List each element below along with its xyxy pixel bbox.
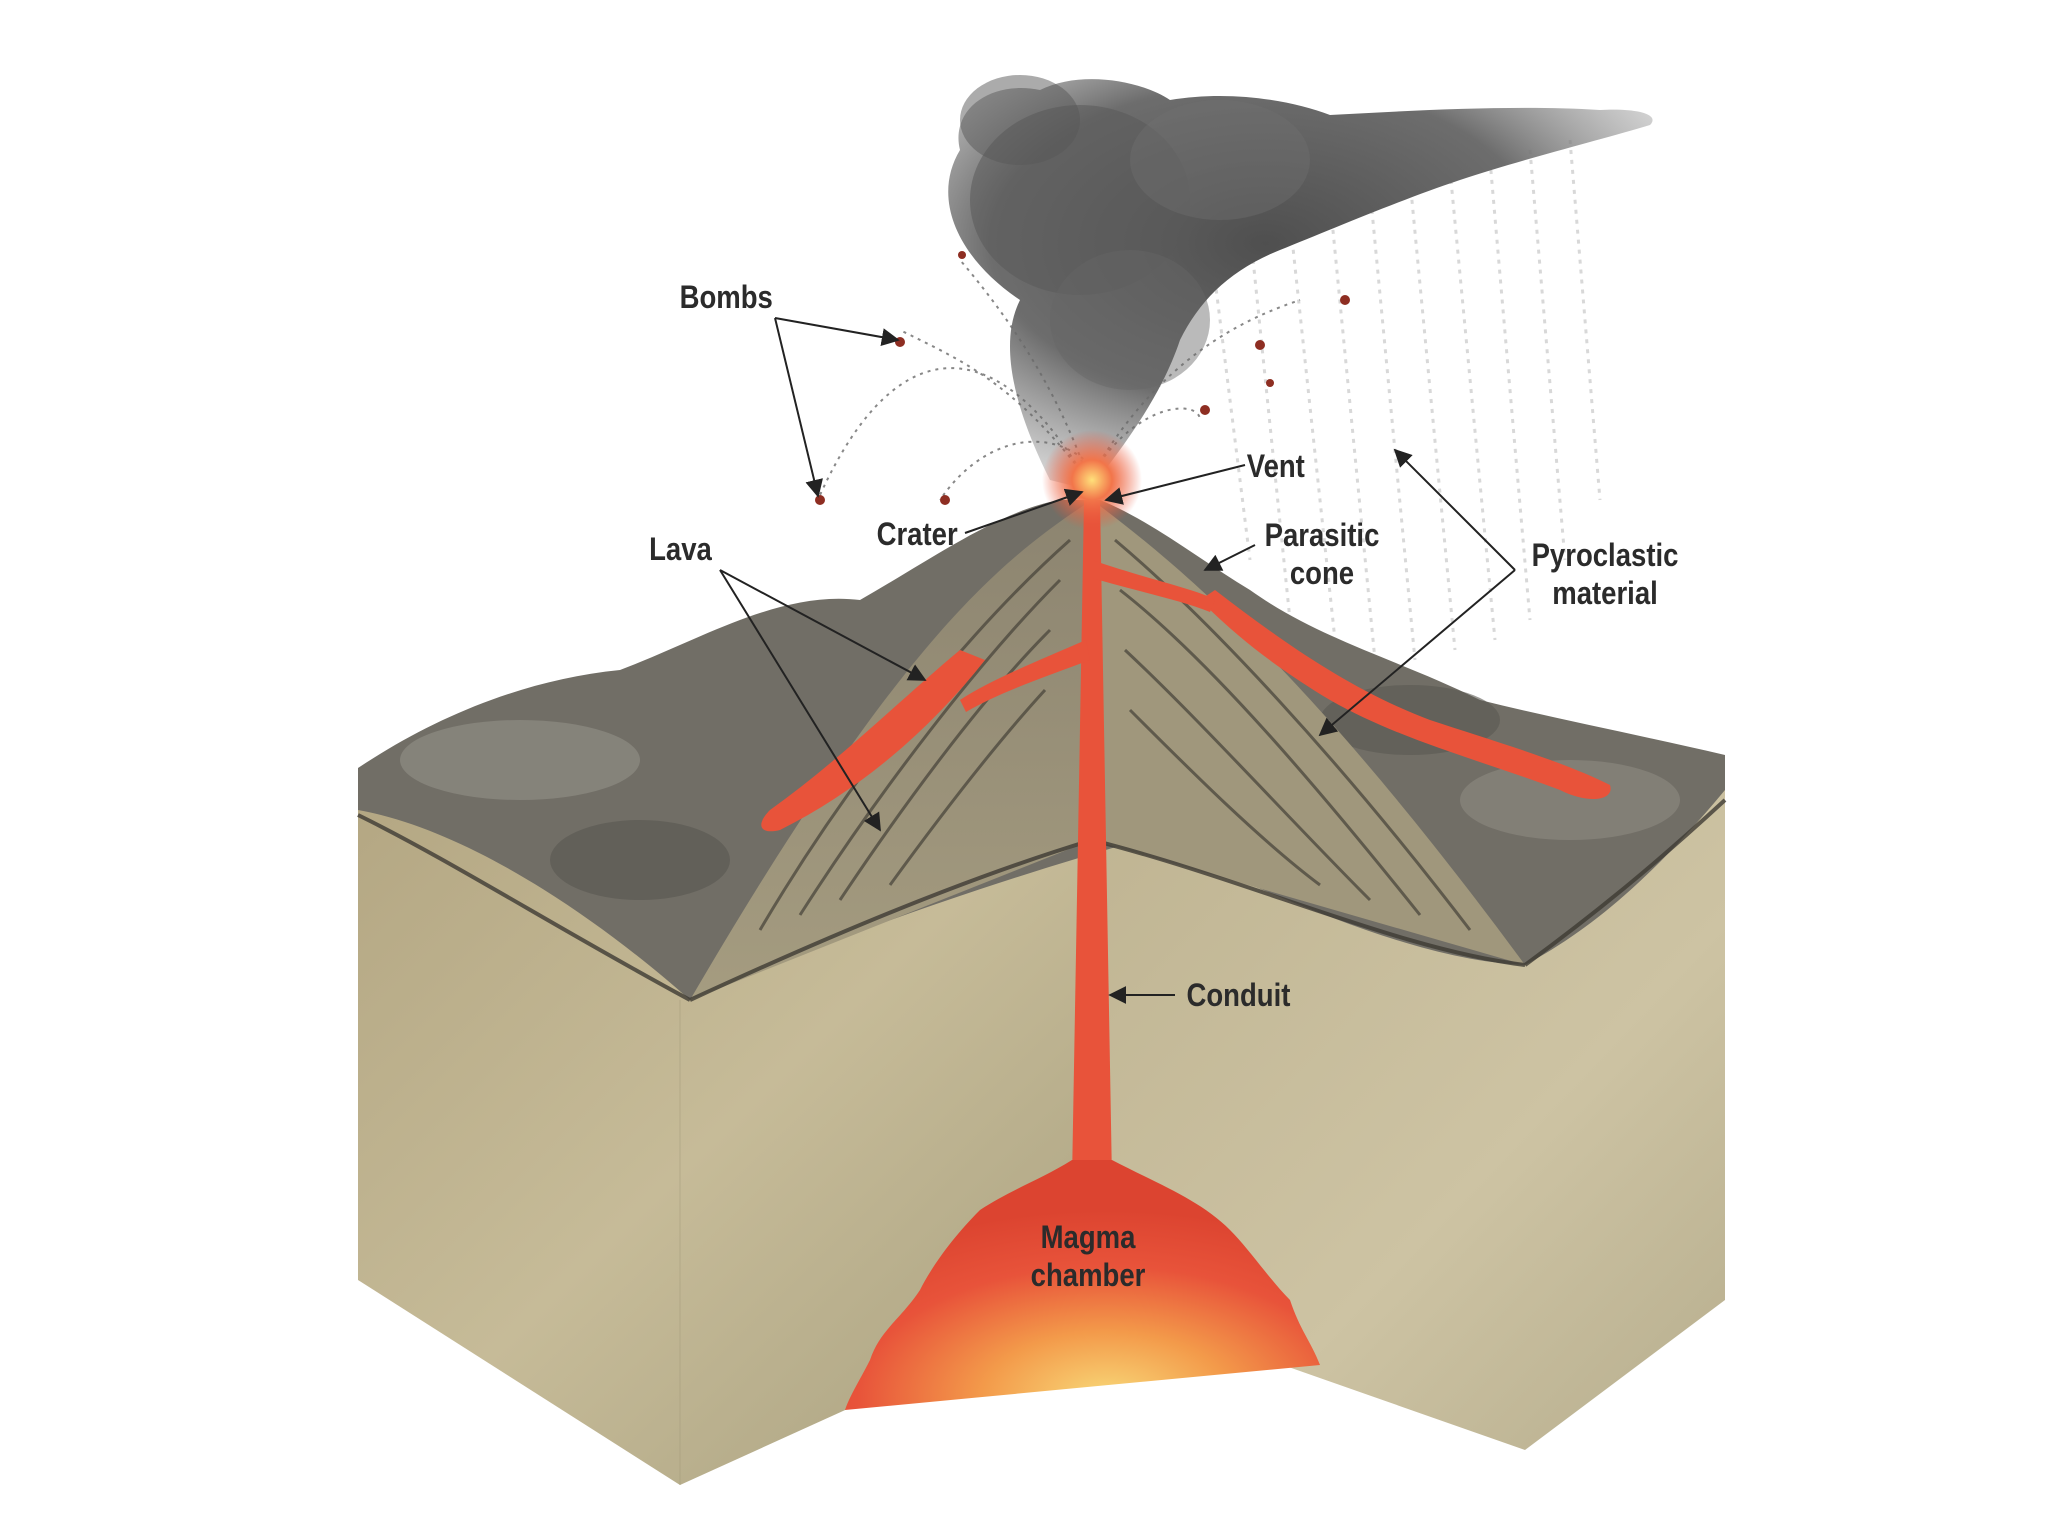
- conduit: [960, 500, 1215, 1180]
- bombs-leader-2: [774, 317, 823, 498]
- magma-chamber: [845, 1160, 1320, 1410]
- lava-leader-2: [719, 569, 881, 832]
- parasitic-cone-leader: [1203, 544, 1256, 571]
- volcanic-bombs: [815, 251, 1350, 505]
- pyroclastic-leader-2: [1318, 569, 1516, 737]
- pyroclastic-leader-1: [1393, 448, 1516, 571]
- ash-plume: [948, 75, 1653, 490]
- pyroclastic-fallout: [1208, 139, 1602, 661]
- crater-leader: [964, 488, 1084, 534]
- vent-glow: [1042, 430, 1142, 530]
- lava-leader-1: [719, 569, 927, 681]
- ground-layers: [357, 798, 1727, 1002]
- lava-flows: [761, 590, 1611, 832]
- bombs-leader-1: [774, 317, 900, 347]
- vent-leader: [1104, 464, 1246, 505]
- leader-lines: [719, 317, 1516, 1004]
